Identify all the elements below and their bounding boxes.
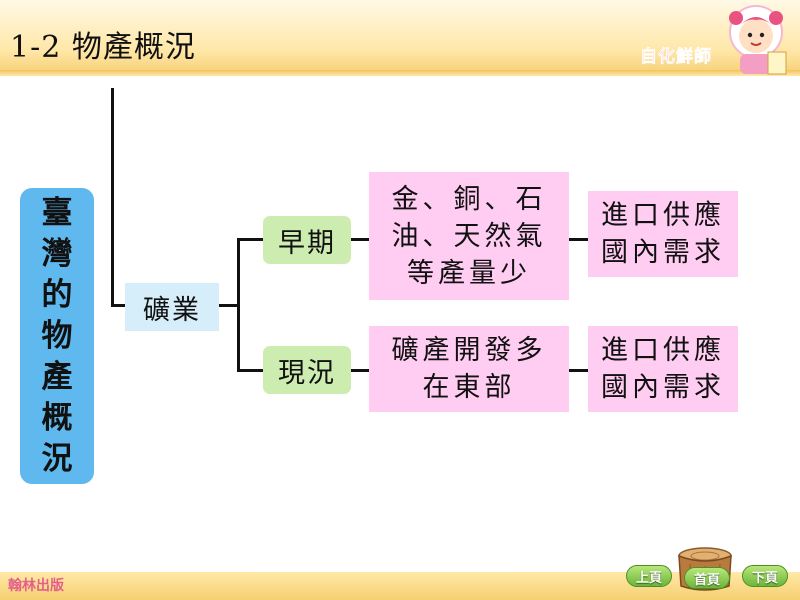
- root-label-char: 概: [41, 399, 73, 436]
- early-description-node: 金、銅、石 油、天然氣 等產量少: [369, 172, 569, 300]
- root-label-char: 臺: [41, 194, 73, 231]
- connector-line: [237, 369, 263, 372]
- root-label-char: 況: [41, 440, 73, 477]
- connector-line: [569, 369, 588, 372]
- page-title: 1-2 物產概況: [10, 30, 196, 65]
- connector-line: [111, 88, 114, 306]
- connector-line: [219, 304, 239, 307]
- root-label-char: 的: [41, 276, 73, 313]
- current-description-node: 礦產開發多 在東部: [369, 326, 569, 412]
- early-period-node: 早期: [263, 216, 351, 264]
- root-label: 臺灣的物產概況: [42, 193, 73, 480]
- publisher-logo-text: 翰林出版: [8, 578, 64, 594]
- early-result-node: 進口供應 國內需求: [588, 191, 738, 277]
- connector-line: [111, 304, 125, 307]
- root-node: 臺灣的物產概況: [20, 188, 94, 484]
- header-divider: [0, 70, 800, 76]
- home-button[interactable]: 首頁: [684, 567, 730, 589]
- connector-line: [569, 238, 588, 241]
- connector-line: [237, 238, 240, 372]
- connector-line: [351, 238, 369, 241]
- root-label-char: 物: [41, 317, 73, 354]
- brand-logo-text: 自化鮮師: [640, 47, 712, 68]
- next-page-button[interactable]: 下頁: [742, 565, 788, 587]
- connector-line: [237, 238, 263, 241]
- mining-node: 礦業: [125, 283, 219, 331]
- root-label-char: 灣: [41, 235, 73, 272]
- prev-page-button[interactable]: 上頁: [626, 565, 672, 587]
- header-bar: [0, 0, 800, 72]
- current-result-node: 進口供應 國內需求: [588, 326, 738, 412]
- root-label-char: 產: [41, 358, 73, 395]
- current-period-node: 現況: [263, 346, 351, 394]
- connector-line: [351, 369, 369, 372]
- teacher-mascot-icon: [729, 5, 787, 75]
